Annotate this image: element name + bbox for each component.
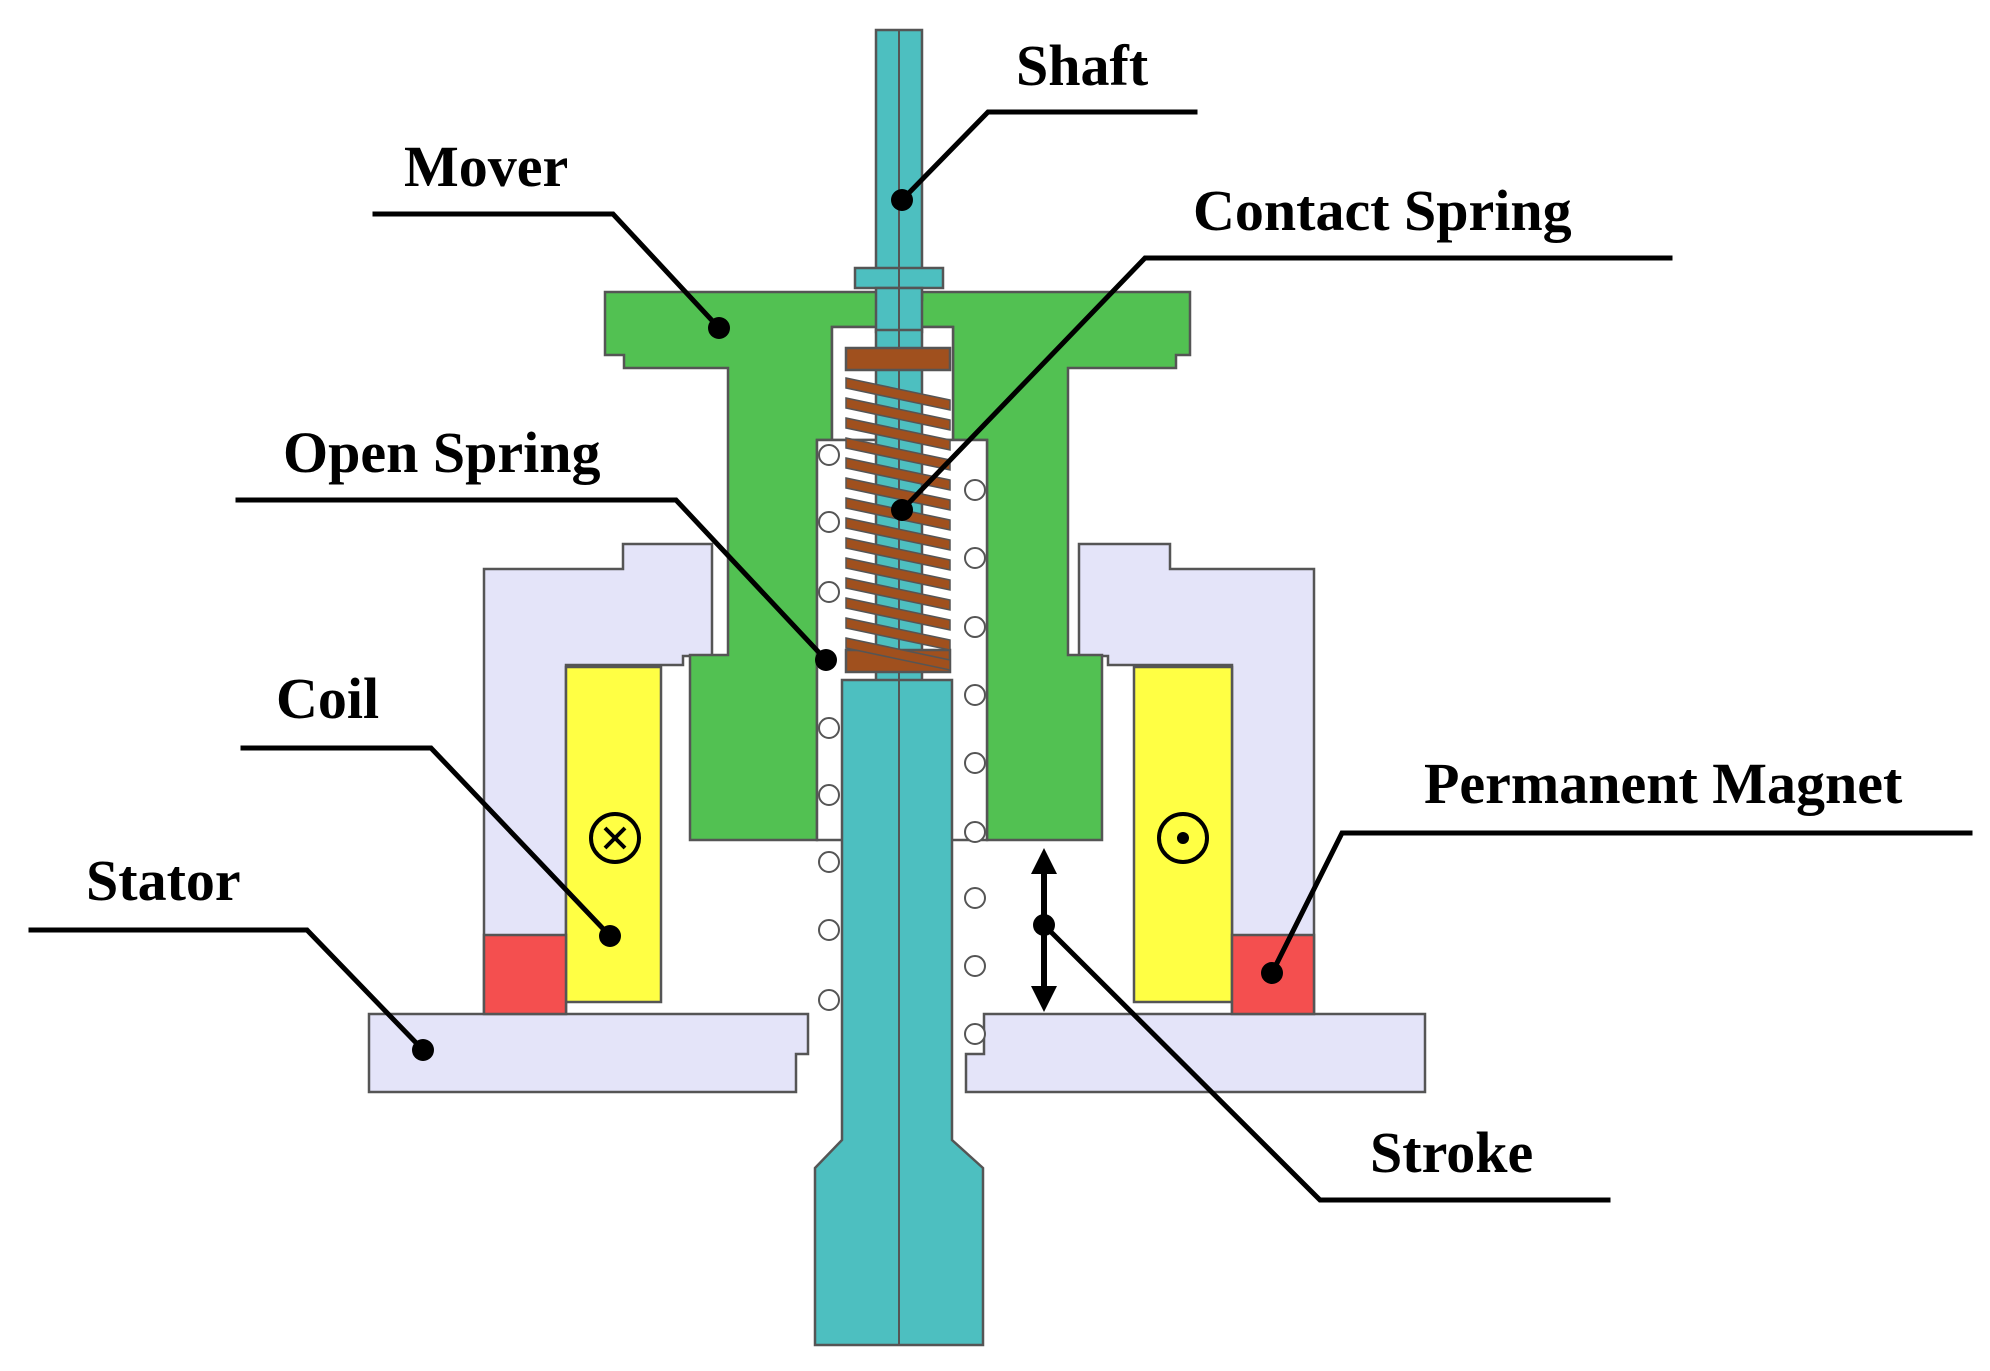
contact-spring-top-cap [844, 346, 952, 372]
shaft-leader-line [898, 109, 1198, 204]
permanent-magnet-label: Permanent Magnet [1424, 751, 1903, 816]
permanent-magnet-left [482, 933, 568, 1016]
open-spring-coil-section [964, 616, 986, 638]
open-spring-coil-section [964, 955, 986, 977]
open-spring-coil-section [964, 1023, 986, 1045]
open-spring [818, 444, 986, 1045]
coil-label: Coil [276, 666, 379, 731]
open-spring-coil-section [964, 479, 986, 501]
open-spring-label: Open Spring [283, 420, 601, 485]
contact-spring-coil-stripe [845, 517, 951, 551]
open-spring-coil-section [818, 851, 840, 873]
permanent-magnet-leader-line [1268, 830, 1973, 977]
open-spring-coil-section [818, 989, 840, 1011]
stroke-leader-line [1040, 921, 1611, 1203]
open-spring-coil-section [818, 511, 840, 533]
contact-spring-coil-stripe [845, 377, 951, 411]
stator-base-right [964, 1012, 1427, 1094]
contact-spring-coil-stripe [845, 417, 951, 451]
stator-label: Stator [86, 848, 241, 913]
contact-spring-coil-stripe [845, 557, 951, 591]
open-spring-leader-line [235, 497, 830, 664]
permanent-magnet-right [1230, 933, 1316, 1016]
contact-spring-coil-stripe [845, 397, 951, 431]
stroke-label: Stroke [1370, 1120, 1533, 1185]
open-spring-coil-section [964, 887, 986, 909]
open-spring-coil-section [818, 784, 840, 806]
contact-spring-leader-line [898, 255, 1673, 514]
contact-spring-coil-stripe [845, 617, 951, 651]
stator-leader-line [28, 927, 427, 1054]
open-spring-coil-section [818, 444, 840, 466]
open-spring-coil-section [964, 752, 986, 774]
contact-spring-coil-stripe [845, 637, 951, 671]
contact-spring-coil-stripe [845, 537, 951, 571]
contact-spring-coil-stripe [845, 457, 951, 491]
contact-spring-coil-stripe [845, 597, 951, 631]
open-spring-coil-section [964, 821, 986, 843]
stator-base-left [367, 1012, 810, 1094]
open-spring-coil-section [964, 547, 986, 569]
open-spring-coil-section [818, 717, 840, 739]
mover-label: Mover [404, 134, 568, 199]
contact-spring-coil-stripe [845, 437, 951, 471]
current-into-page-icon [589, 812, 641, 864]
mover-leader-line [372, 211, 723, 332]
open-spring-coil-section [818, 581, 840, 603]
contact-spring [844, 346, 952, 674]
coil-leader-line [240, 745, 614, 940]
contact-spring-label: Contact Spring [1193, 178, 1572, 243]
contact-spring-coil-stripe [845, 577, 951, 611]
shaft-label: Shaft [1016, 33, 1149, 98]
current-out-of-page-icon [1157, 812, 1209, 864]
open-spring-coil-section [818, 919, 840, 941]
open-spring-coil-section [964, 684, 986, 706]
